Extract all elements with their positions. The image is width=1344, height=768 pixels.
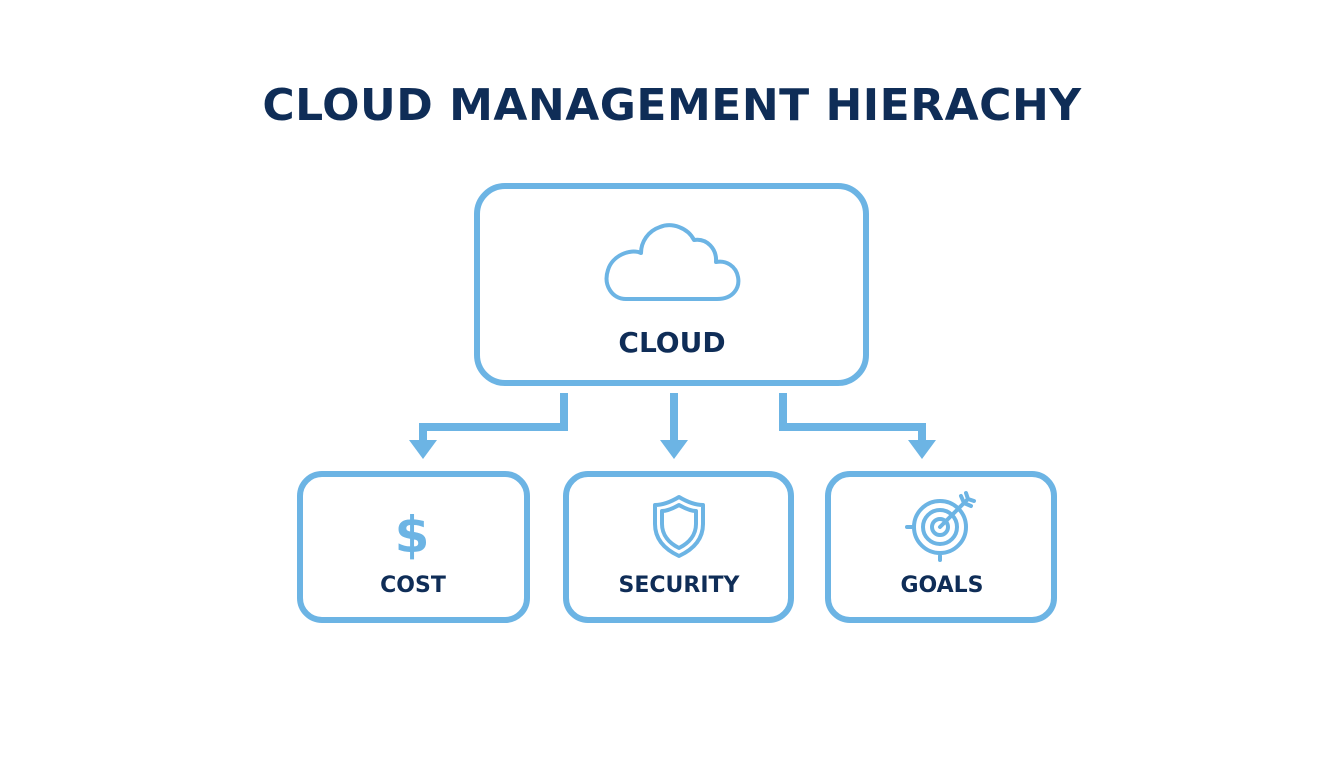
root-node-label: CLOUD [618,326,725,359]
page-title: CLOUD MANAGEMENT HIERACHY [262,80,1082,131]
root-node-box [474,183,869,386]
connector-cloud-goals [779,393,926,446]
child-node-goals-box [825,471,1057,623]
arrowhead-goals [908,440,936,459]
shield-icon [653,495,705,558]
connectors [409,393,936,459]
connector-cloud-cost [419,393,568,446]
child-node-security-label: SECURITY [619,573,741,598]
child-node-goals-label: GOALS [900,573,983,598]
root-node: CLOUD [474,183,869,386]
dollar-icon: $ [395,506,430,564]
target-icon [905,491,976,562]
cloud-icon [604,223,741,301]
child-node-goals: GOALS [825,471,1057,623]
arrowhead-security [660,440,688,459]
child-node-cost-box [297,471,530,623]
child-node-security: SECURITY [563,471,794,623]
child-node-cost: $ COST [297,471,530,623]
arrowhead-cost [409,440,437,459]
child-node-cost-label: COST [380,573,446,598]
